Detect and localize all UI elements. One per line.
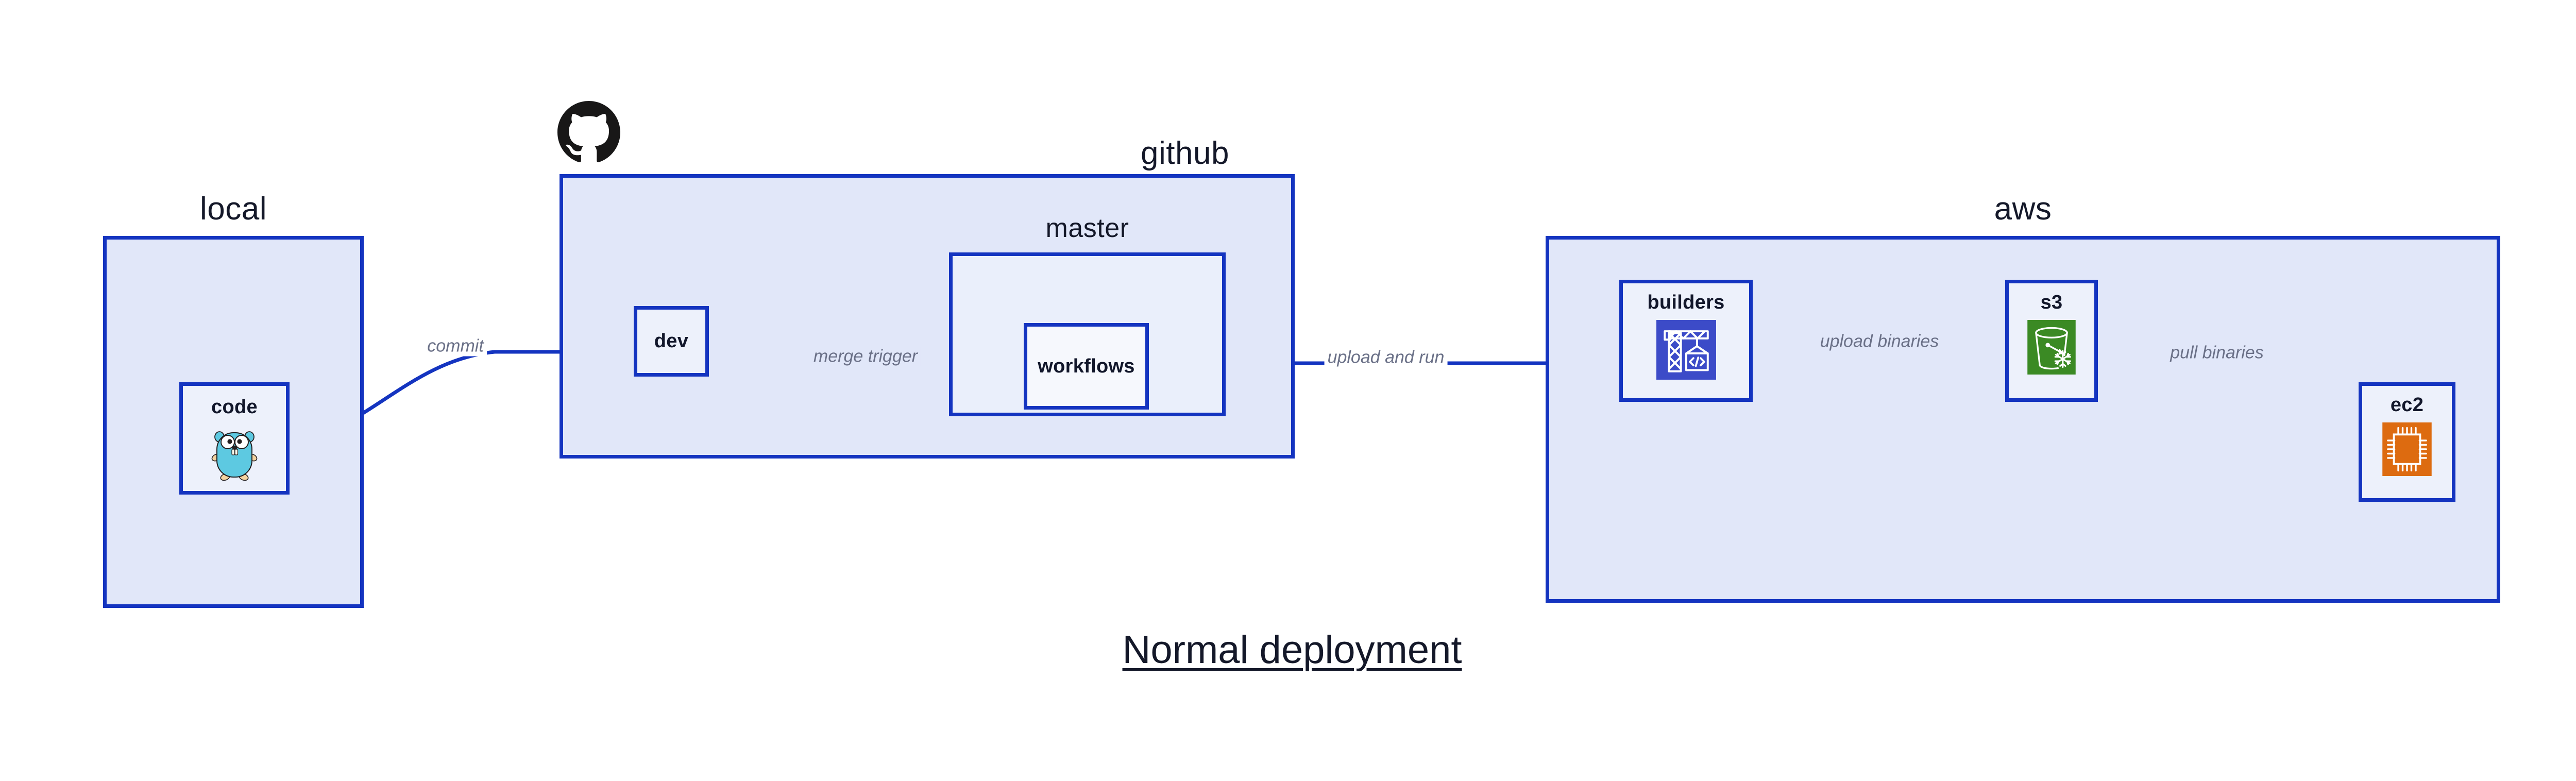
edge-label-pull-binaries: pull binaries — [2167, 343, 2267, 363]
github-octocat-logo — [557, 101, 620, 166]
group-label-master: master — [1045, 213, 1129, 243]
node-s3[interactable]: s3 — [2005, 280, 2098, 402]
edge-label-upload-and-run: upload and run — [1324, 347, 1448, 368]
node-label-s3: s3 — [2040, 292, 2063, 313]
aws-ec2-icon — [2382, 422, 2432, 479]
node-code[interactable]: code — [179, 382, 290, 495]
group-label-github: github — [1141, 135, 1229, 171]
edge-label-commit: commit — [424, 336, 487, 356]
node-label-dev: dev — [654, 330, 689, 352]
node-label-ec2: ec2 — [2390, 394, 2424, 416]
group-label-local: local — [199, 191, 267, 227]
node-ec2[interactable]: ec2 — [2359, 382, 2455, 502]
node-builders[interactable]: builders — [1619, 280, 1753, 402]
group-label-aws: aws — [1994, 191, 2052, 227]
aws-codebuild-icon — [1656, 320, 1716, 382]
node-label-code: code — [211, 396, 258, 418]
node-label-workflows: workflows — [1038, 355, 1135, 377]
diagram-title: Normal deployment — [1122, 628, 1462, 672]
aws-s3-glacier-icon — [2027, 320, 2076, 377]
go-gopher-icon — [210, 426, 259, 485]
edge-label-upload-binaries: upload binaries — [1817, 331, 1942, 352]
node-workflows[interactable]: workflows — [1024, 323, 1149, 410]
node-dev[interactable]: dev — [634, 306, 709, 377]
edge-label-merge-trigger: merge trigger — [810, 346, 921, 367]
node-label-builders: builders — [1647, 292, 1725, 313]
